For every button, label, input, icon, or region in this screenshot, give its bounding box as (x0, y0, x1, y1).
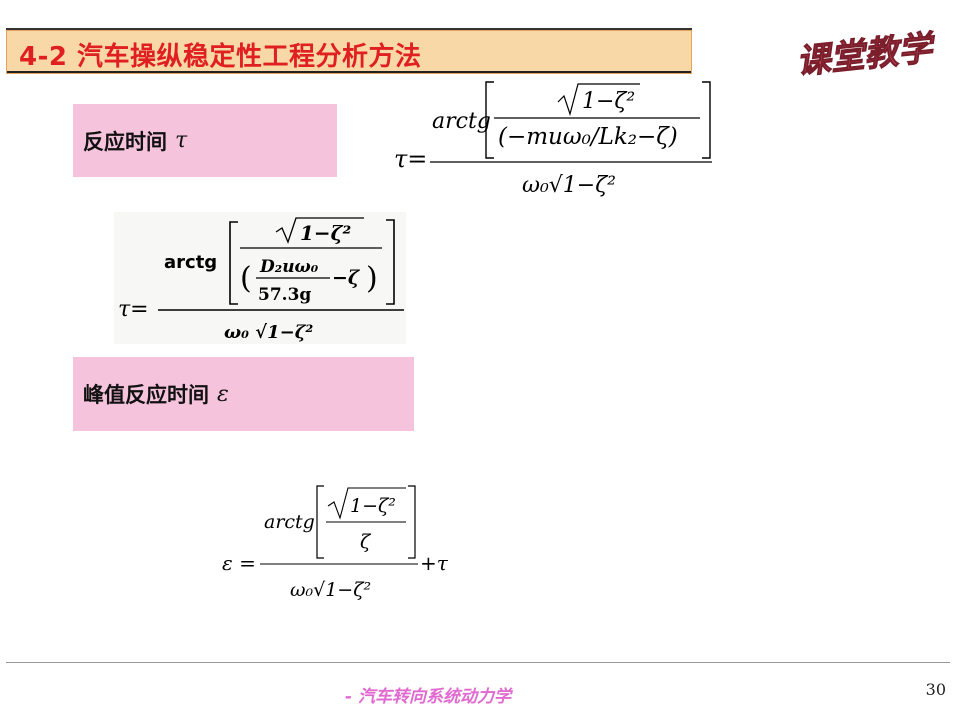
footer-divider (6, 662, 950, 663)
f2-sqrt-sign (275, 217, 364, 244)
f3-sqrt-term: 1−ζ² (350, 495, 396, 517)
f3-inner-den: ζ (360, 531, 372, 553)
f2-sqrt-term: 1−ζ² (300, 221, 352, 245)
course-logo: 课堂教学 (794, 28, 938, 78)
f2-func: arctg (164, 252, 217, 273)
f1-left-bracket (485, 81, 494, 159)
f3-plus-term: +τ (420, 551, 449, 575)
f2-minus-zeta: −ζ (332, 267, 361, 289)
f2-lhs: τ= (118, 297, 149, 322)
f1-inner-denominator: (−muω₀/Lk₂−ζ) (498, 124, 678, 150)
slide-title: 4-2 汽车操纵稳定性工程分析方法 (19, 42, 422, 72)
f3-func: arctg (264, 511, 315, 533)
f1-outer-denominator: ω₀√1−ζ² (522, 173, 616, 198)
label-peak-reaction-time: 峰值反应时间 ε (73, 357, 414, 431)
tau-symbol: τ (175, 128, 188, 153)
logo-text: 课堂教学 (795, 28, 938, 78)
f1-sqrt-sign (557, 83, 640, 117)
f1-right-bracket (702, 81, 711, 159)
f3-right-bracket (408, 485, 416, 559)
f1-func: arctg (432, 109, 491, 134)
f2-right-bracket (386, 219, 395, 305)
label-peak-reaction-time-text: 峰值反应时间 (83, 383, 209, 407)
f1-lhs: τ= (394, 145, 427, 173)
f2-outer-denominator: ω₀ √1−ζ² (224, 322, 313, 343)
f2-frac-num: D₂uω₀ (259, 257, 319, 277)
f2-frac-den: 57.3g (258, 285, 311, 305)
f2-open-paren: ( (240, 261, 252, 296)
f3-outer-denominator: ω₀√1−ζ² (290, 579, 371, 601)
f1-sqrt-term: 1−ζ² (582, 89, 635, 114)
formula-epsilon: ε = arctg 1−ζ² ζ +τ ω₀√1−ζ² (222, 485, 449, 601)
f3-left-bracket (316, 485, 324, 559)
f3-sqrt-sign (327, 487, 406, 520)
label-reaction-time: 反应时间 τ (73, 104, 337, 177)
f3-lhs: ε = (222, 551, 256, 575)
label-reaction-time-text: 反应时间 (83, 129, 167, 154)
f2-close-paren: ) (366, 261, 378, 296)
footer-course-title: - 汽车转向系统动力学 (345, 687, 511, 707)
f2-left-bracket (229, 221, 238, 305)
epsilon-symbol: ε (217, 381, 229, 407)
title-bar: 4-2 汽车操纵稳定性工程分析方法 (6, 28, 692, 74)
formula-tau-1: τ= arctg 1−ζ² (−muω₀/Lk₂−ζ) ω₀√1−ζ² (394, 81, 712, 198)
page-number: 30 (925, 680, 946, 699)
formula-tau-2: τ= arctg 1−ζ² ( D₂uω₀ 57.3g −ζ ) ω₀ √1−ζ… (118, 217, 404, 343)
